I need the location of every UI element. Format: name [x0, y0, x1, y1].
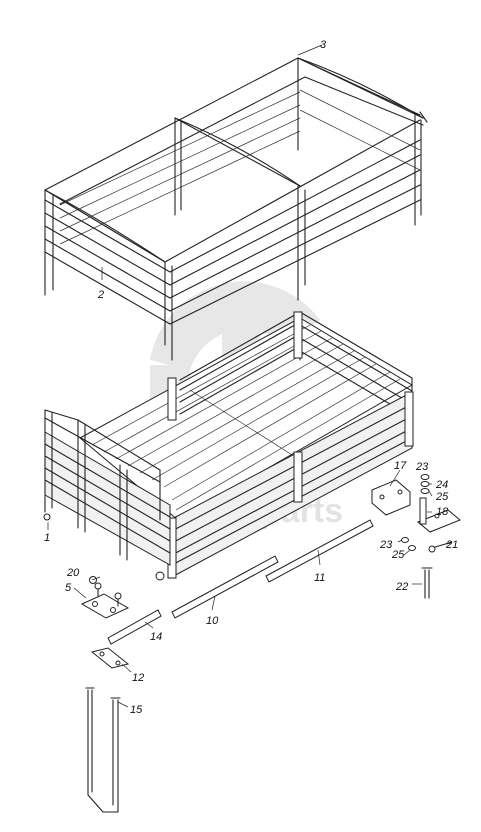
callout-10: 10	[206, 615, 219, 627]
callout-24: 24	[435, 479, 448, 491]
part-21-bolt	[431, 541, 453, 549]
hardware-parts	[80, 474, 461, 813]
part-20-nut	[89, 576, 97, 584]
callout-12: 18	[436, 506, 449, 518]
part-18-bracket	[371, 479, 411, 516]
part-10-bar	[171, 555, 279, 619]
callout-3: 3	[320, 39, 327, 51]
callout-23-bottom: 23	[379, 539, 393, 551]
part-24-washer	[420, 481, 430, 487]
part-25-washer	[420, 488, 430, 494]
callout-14: 15	[130, 704, 143, 716]
callouts: 3 2 1 20 5 10 11 14 12 15 17 23 24 25 18…	[44, 39, 458, 716]
part-17-bar	[107, 609, 162, 645]
callout-15: 12	[132, 672, 144, 684]
callout-18: 17	[394, 460, 407, 472]
part-11-bar	[265, 519, 374, 583]
cargo-body	[43, 311, 414, 581]
callout-11: 11	[314, 572, 325, 584]
part-5-plate	[80, 593, 130, 619]
rack-frame	[44, 57, 428, 361]
callout-2: 2	[97, 289, 104, 301]
callout-23-top: 23	[415, 461, 429, 473]
callout-21: 21	[445, 539, 458, 551]
callout-25-bottom: 25	[391, 549, 405, 561]
part-23-nut	[420, 474, 430, 480]
callout-22: 22	[395, 581, 408, 593]
callout-17: 14	[150, 631, 162, 643]
part-14-rod	[87, 689, 119, 813]
callout-20: 20	[66, 567, 80, 579]
callout-1: 1	[44, 532, 50, 544]
callout-25-top: 25	[435, 491, 449, 503]
callout-5: 5	[65, 582, 72, 594]
